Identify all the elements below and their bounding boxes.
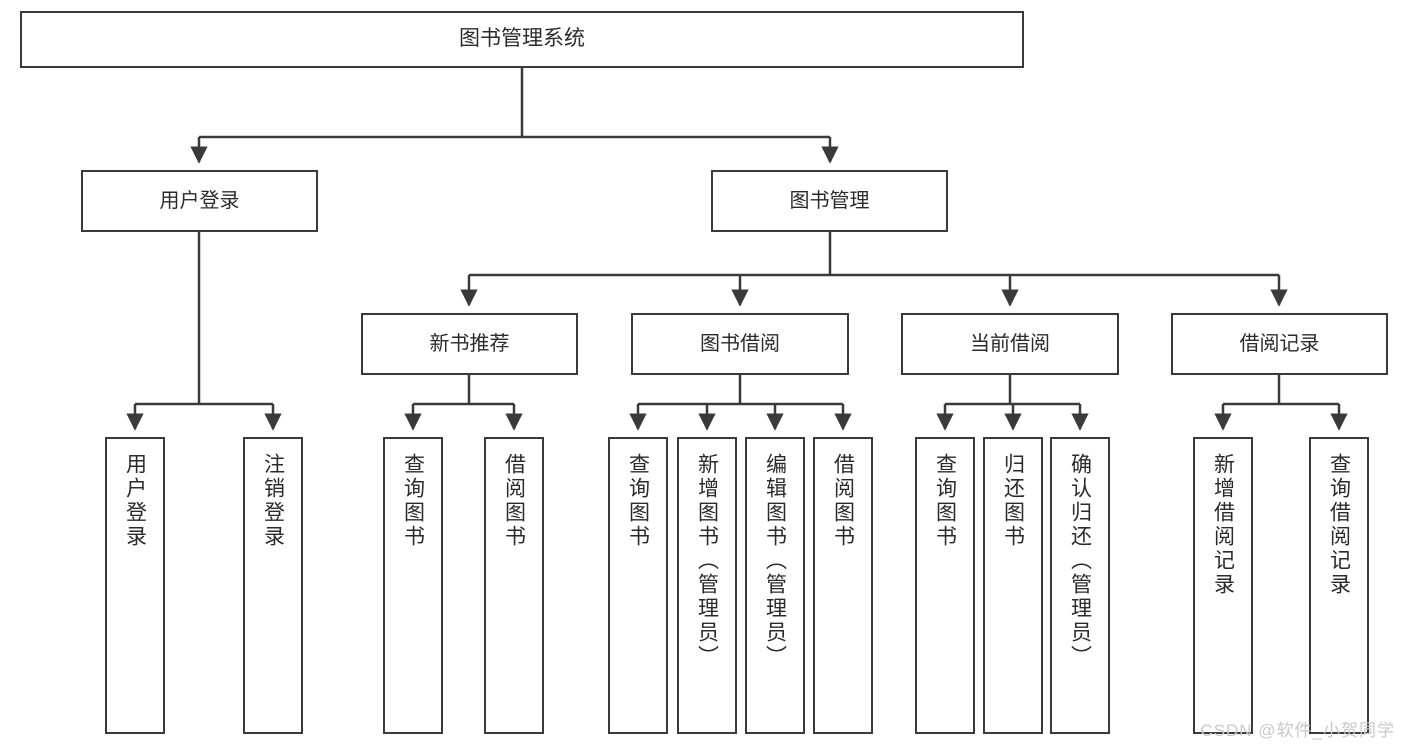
node-label: 新增借阅记录 <box>1211 453 1235 597</box>
leaf-borrow-record-query[interactable]: 查询借阅记录 <box>1309 437 1369 734</box>
node-new-book-recommend[interactable]: 新书推荐 <box>361 313 578 375</box>
leaf-current-borrow-query[interactable]: 查询图书 <box>915 437 975 734</box>
leaf-new-book-query[interactable]: 查询图书 <box>383 437 443 734</box>
node-label: 当前借阅 <box>970 332 1050 355</box>
leaf-current-borrow-confirm-return[interactable]: 确认归还（管理员） <box>1050 437 1110 734</box>
node-current-borrow[interactable]: 当前借阅 <box>901 313 1119 375</box>
leaf-current-borrow-return[interactable]: 归还图书 <box>983 437 1043 734</box>
node-borrow-record[interactable]: 借阅记录 <box>1171 313 1388 375</box>
node-label: 图书借阅 <box>700 332 780 355</box>
node-label: 确认归还（管理员） <box>1068 453 1092 669</box>
node-book-management[interactable]: 图书管理 <box>711 170 948 232</box>
node-label: 查询图书 <box>401 453 425 549</box>
node-label: 查询图书 <box>626 453 650 549</box>
node-label: 新增图书（管理员） <box>695 453 719 669</box>
node-label: 借阅记录 <box>1239 332 1320 355</box>
leaf-book-borrow-edit[interactable]: 编辑图书（管理员） <box>745 437 805 734</box>
node-label: 图书管理 <box>789 189 870 212</box>
leaf-user-login-login[interactable]: 用户登录 <box>105 437 165 734</box>
node-label: 借阅图书 <box>502 453 526 549</box>
node-label: 用户登录 <box>159 189 240 212</box>
node-label: 注销登录 <box>261 453 285 549</box>
leaf-book-borrow-query[interactable]: 查询图书 <box>608 437 668 734</box>
node-user-login[interactable]: 用户登录 <box>81 170 318 232</box>
watermark: CSDN @软件_小贺同学 <box>1200 721 1395 740</box>
node-label: 编辑图书（管理员） <box>763 453 787 669</box>
node-root-system[interactable]: 图书管理系统 <box>20 11 1024 68</box>
node-label: 归还图书 <box>1001 453 1025 549</box>
node-label: 新书推荐 <box>429 332 510 355</box>
leaf-user-login-logout[interactable]: 注销登录 <box>243 437 303 734</box>
leaf-book-borrow-add[interactable]: 新增图书（管理员） <box>677 437 737 734</box>
leaf-book-borrow-borrow[interactable]: 借阅图书 <box>813 437 873 734</box>
node-label: 用户登录 <box>123 453 147 549</box>
node-label: 图书管理系统 <box>459 27 585 51</box>
node-label: 查询图书 <box>933 453 957 549</box>
leaf-borrow-record-add[interactable]: 新增借阅记录 <box>1193 437 1253 734</box>
node-label: 借阅图书 <box>831 453 855 549</box>
leaf-new-book-borrow[interactable]: 借阅图书 <box>484 437 544 734</box>
node-book-borrow[interactable]: 图书借阅 <box>631 313 849 375</box>
node-label: 查询借阅记录 <box>1327 453 1351 597</box>
